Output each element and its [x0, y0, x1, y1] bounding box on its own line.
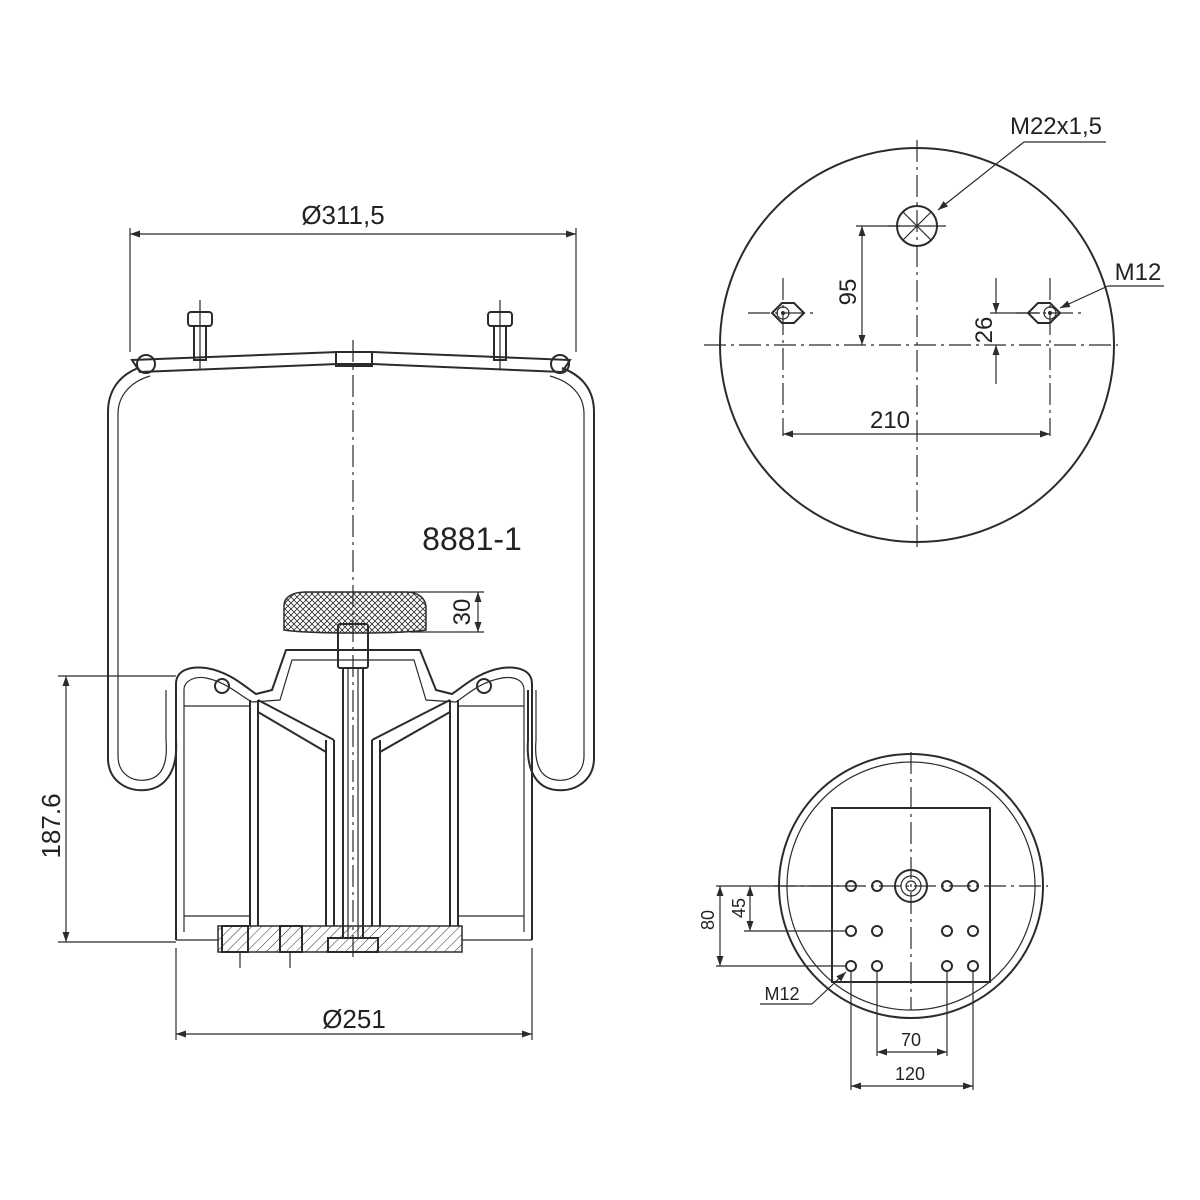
stud-nut-right	[1016, 278, 1082, 436]
stud-right	[487, 300, 513, 370]
bump-stop	[283, 591, 427, 634]
bellows-inner	[117, 375, 167, 781]
dim-120-label: 120	[895, 1064, 925, 1084]
piston-shell	[175, 649, 533, 940]
bottom-thread-label: M12	[764, 984, 799, 1004]
stud-nut-left	[748, 278, 814, 436]
bottom-view: 80 45 70 120 M12	[698, 752, 1048, 1090]
stud-left	[187, 300, 213, 370]
offset-95-label: 95	[835, 279, 862, 306]
top-view: 95 26 210 M22x1,5 M12	[704, 113, 1164, 548]
base-insert-mid	[279, 925, 303, 953]
bumper-height-label: 30	[449, 599, 476, 626]
piston-shell-inner	[183, 659, 525, 932]
dim-70-label: 70	[901, 1030, 921, 1050]
bellows-outer	[107, 367, 178, 792]
bellows-inner-right	[535, 375, 585, 781]
side-view: Ø311,5 Ø251 187.6 30 8881-1	[36, 200, 595, 1040]
piston-crimp-left	[214, 678, 230, 694]
height-label: 187.6	[36, 793, 66, 858]
dim-45-label: 45	[729, 898, 749, 918]
spacing-210-label: 210	[870, 407, 910, 434]
stud-thread-label: M12	[1115, 259, 1162, 286]
top-plate	[130, 351, 572, 374]
offset-26-label: 26	[971, 317, 998, 344]
bottom-diameter-label: Ø251	[322, 1004, 386, 1034]
base-insert-left	[221, 925, 249, 953]
top-plate-center-boss	[335, 351, 373, 367]
dim-80-label: 80	[698, 910, 718, 930]
part-number: 8881-1	[422, 521, 522, 557]
crimp-left	[136, 354, 156, 374]
center-thread-label: M22x1,5	[1010, 113, 1102, 140]
piston-crimp-right	[476, 678, 492, 694]
bottom-center-nut	[894, 869, 928, 903]
top-diameter-label: Ø311,5	[301, 200, 384, 230]
bolt-hole-grid	[845, 880, 979, 972]
crimp-right	[550, 354, 570, 374]
